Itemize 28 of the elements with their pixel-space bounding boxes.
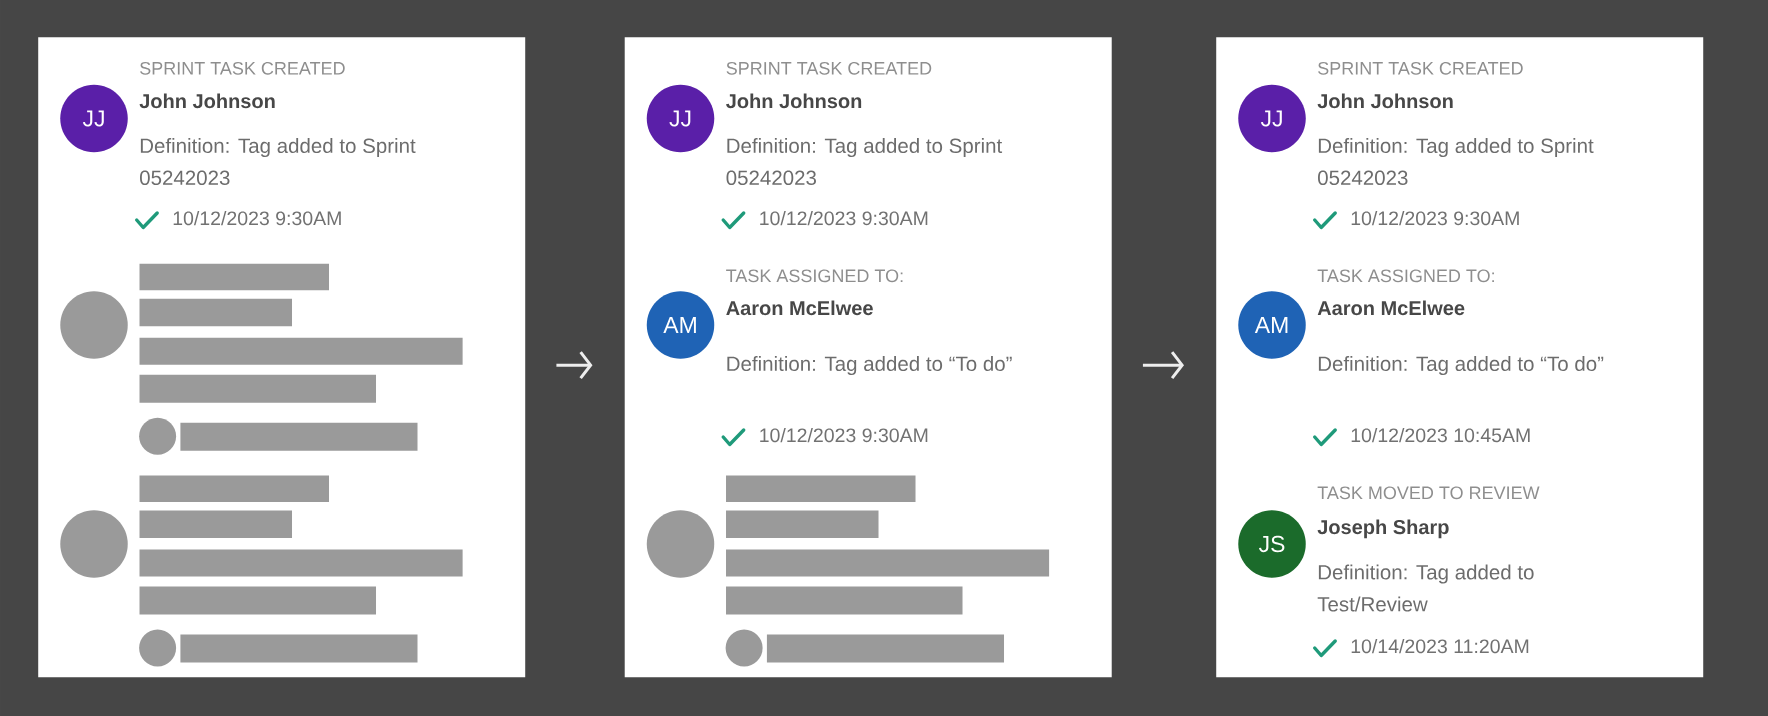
definition-text: Definition: Tag added to Sprint 05242023 xyxy=(1318,138,1594,186)
timestamp: 10/12/2023 9:30AM xyxy=(173,210,341,226)
placeholder-avatar xyxy=(60,291,128,359)
timestamp: 10/12/2023 9:30AM xyxy=(1351,210,1519,226)
definition-text: Definition: Tag added to Sprint 05242023 xyxy=(140,138,416,186)
timestamp: 10/14/2023 11:20AM xyxy=(1351,638,1529,654)
timestamp: 10/12/2023 10:45AM xyxy=(1351,427,1530,443)
user-name: John Johnson xyxy=(139,93,275,109)
event-heading: TASK MOVED TO REVIEW xyxy=(1317,486,1540,500)
event-heading: SPRINT TASK CREATED xyxy=(140,61,345,75)
placeholder-avatar xyxy=(646,510,715,578)
user-name: John Johnson xyxy=(1317,93,1453,109)
user-name: Joseph Sharp xyxy=(1317,519,1449,539)
user-name: Aaron McElwee xyxy=(726,300,873,316)
event-heading: TASK ASSIGNED TO: xyxy=(726,269,903,283)
event-heading: TASK ASSIGNED TO: xyxy=(1317,269,1494,283)
definition-text: Definition: Tag added to “To do” xyxy=(727,356,1012,376)
event-heading: SPRINT TASK CREATED xyxy=(1318,61,1523,75)
definition-text: Definition: Tag added to Test/Review xyxy=(1317,564,1534,612)
event-heading: SPRINT TASK CREATED xyxy=(726,61,932,75)
definition-text: Definition: Tag added to “To do” xyxy=(1318,356,1604,376)
activity-panel xyxy=(1216,37,1704,678)
timestamp: 10/12/2023 9:30AM xyxy=(760,210,928,226)
user-name: Aaron McElwee xyxy=(1317,300,1465,316)
placeholder-avatar xyxy=(60,510,128,578)
timestamp: 10/12/2023 9:30AM xyxy=(760,427,928,443)
user-name: John Johnson xyxy=(726,93,862,109)
definition-text: Definition: Tag added to Sprint 05242023 xyxy=(726,138,1003,186)
